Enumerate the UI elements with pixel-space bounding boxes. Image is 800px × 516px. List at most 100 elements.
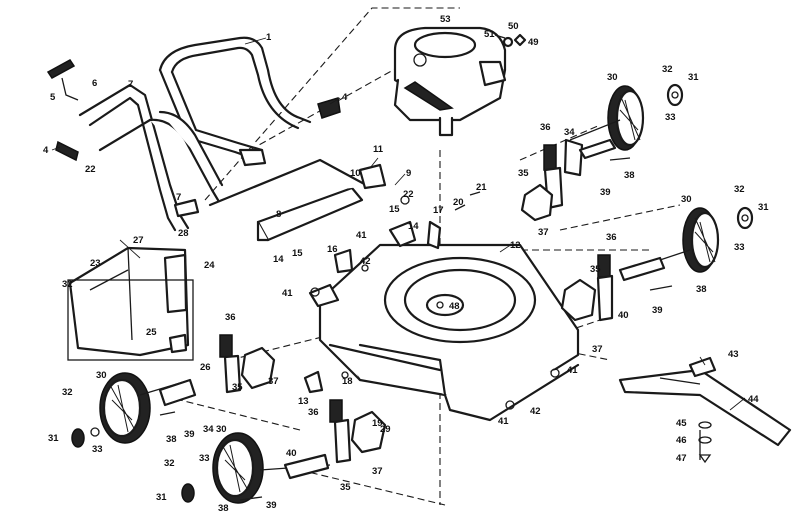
callout-label: 33 <box>665 112 676 123</box>
callout-label: 7 <box>128 79 133 90</box>
callout-label: 4 <box>43 145 49 156</box>
callout-label: 41 <box>356 230 367 241</box>
callout-label: 42 <box>360 256 371 267</box>
callout-label: 20 <box>453 197 464 208</box>
callout-label: 32 <box>662 64 673 75</box>
callout-label: 28 <box>178 228 189 239</box>
callout-label: 13 <box>298 396 309 407</box>
grass-catcher <box>67 246 194 361</box>
callout-label: 37 <box>372 466 383 477</box>
callout-label: 24 <box>204 260 215 271</box>
callout-label: 6 <box>92 78 97 89</box>
wheel-rear-right <box>569 85 645 151</box>
callout-label: 38 <box>218 503 229 514</box>
rear-baffle-plate <box>208 158 370 242</box>
callout-label: 14 <box>273 254 284 265</box>
height-adjuster-rear-left <box>219 334 276 394</box>
callout-label: 17 <box>433 205 444 216</box>
callout-label: 31 <box>156 492 167 503</box>
callout-label: 31 <box>48 433 59 444</box>
callout-labels: 1 4 4 5 6 7 7 8 9 10 11 12 13 14 14 15 1… <box>43 14 769 514</box>
callout-label: 42 <box>530 406 541 417</box>
callout-label: 9 <box>406 168 411 179</box>
callout-label: 12 <box>510 240 521 251</box>
callout-label: 33 <box>734 242 745 253</box>
callout-label: 5 <box>50 92 56 103</box>
callout-label: 33 <box>92 444 103 455</box>
callout-label: 32 <box>62 279 73 290</box>
callout-label: 48 <box>449 301 460 312</box>
callout-label: 14 <box>408 221 419 232</box>
callout-label: 22 <box>85 164 96 175</box>
callout-label: 4 <box>342 92 348 103</box>
callout-label: 38 <box>696 284 707 295</box>
wheel-front-right <box>629 207 720 273</box>
callout-label: 37 <box>592 344 603 355</box>
callout-label: 19 <box>372 418 383 429</box>
callout-label: 32 <box>734 184 745 195</box>
engine-fasteners <box>494 33 527 48</box>
callout-label: 35 <box>590 264 601 275</box>
callout-label: 46 <box>676 435 687 446</box>
callout-label: 32 <box>164 458 175 469</box>
brackets-and-small-parts <box>168 163 560 410</box>
callout-label: 23 <box>90 258 101 269</box>
upper-handle <box>158 36 312 167</box>
callout-label: 15 <box>389 204 400 215</box>
callout-label: 22 <box>403 189 414 200</box>
callout-label: 31 <box>758 202 769 213</box>
wheel-cap-front-right <box>736 206 754 230</box>
callout-label: 8 <box>276 209 281 220</box>
callout-label: 32 <box>62 387 73 398</box>
callout-label: 21 <box>476 182 487 193</box>
blade-fasteners <box>698 421 712 464</box>
wheel-rear-left <box>99 372 191 444</box>
callout-label: 34 <box>203 424 214 435</box>
height-adjuster-front-left <box>329 399 387 464</box>
callout-label: 39 <box>652 305 663 316</box>
callout-label: 51 <box>484 29 495 40</box>
callout-label: 41 <box>498 416 509 427</box>
callout-label: 45 <box>676 418 687 429</box>
callout-label: 36 <box>606 232 617 243</box>
wheel-cap-rear-left <box>71 427 100 448</box>
callout-label: 36 <box>540 122 551 133</box>
axle-rods <box>158 138 673 501</box>
callout-label: 7 <box>176 192 181 203</box>
callout-label: 39 <box>184 429 195 440</box>
engine <box>393 26 507 137</box>
handle-knob-left-top <box>46 59 79 101</box>
callout-label: 53 <box>440 14 451 25</box>
wheel-cap-rear-right <box>666 83 684 107</box>
cutting-blade <box>618 356 792 460</box>
callout-label: 18 <box>342 376 353 387</box>
callout-label: 25 <box>146 327 157 338</box>
callout-label: 30 <box>607 72 618 83</box>
height-adjuster-rear-right <box>520 138 584 222</box>
callout-label: 41 <box>567 365 578 376</box>
handle-knob-left-bottom <box>55 140 79 162</box>
callout-label: 36 <box>225 312 236 323</box>
callout-label: 27 <box>133 235 144 246</box>
callout-label: 38 <box>166 434 177 445</box>
callout-label: 37 <box>538 227 549 238</box>
height-adjuster-front-right <box>560 254 614 322</box>
callout-label: 41 <box>282 288 293 299</box>
lower-handle <box>78 83 224 232</box>
callout-label: 39 <box>600 187 611 198</box>
callout-label: 31 <box>688 72 699 83</box>
callout-label: 49 <box>528 37 539 48</box>
callout-label: 10 <box>350 168 361 179</box>
callout-label: 29 <box>380 424 391 435</box>
callout-label: 43 <box>728 349 739 360</box>
callout-label: 33 <box>199 453 210 464</box>
callout-label: 37 <box>268 376 279 387</box>
callout-label: 35 <box>232 382 243 393</box>
callout-label: 38 <box>624 170 635 181</box>
callout-label: 16 <box>327 244 338 255</box>
callout-label: 39 <box>266 500 277 511</box>
callout-label: 30 <box>216 424 227 435</box>
callout-label: 15 <box>292 248 303 259</box>
callout-label: 11 <box>373 144 384 155</box>
